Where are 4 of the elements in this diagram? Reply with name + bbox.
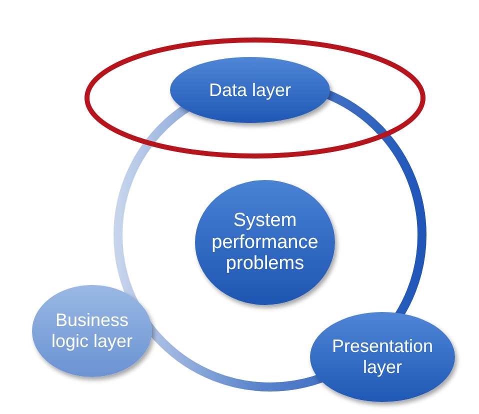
node-label: System performance problems <box>210 210 320 276</box>
node-label: Presentation layer <box>330 336 434 378</box>
node-label: Data layer <box>208 80 292 100</box>
node-label: Business logic layer <box>50 310 134 352</box>
